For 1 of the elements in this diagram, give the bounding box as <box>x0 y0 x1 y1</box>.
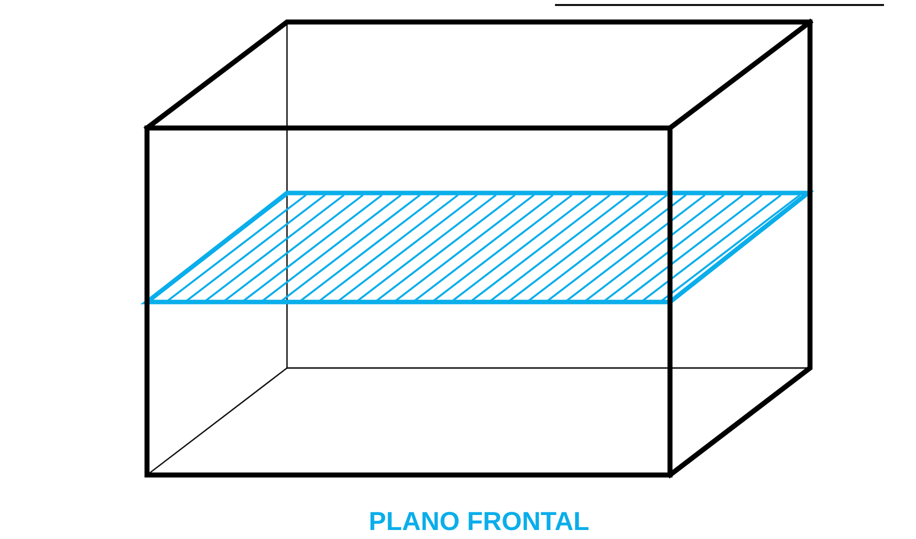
caption: PLANO FRONTAL <box>368 505 590 538</box>
